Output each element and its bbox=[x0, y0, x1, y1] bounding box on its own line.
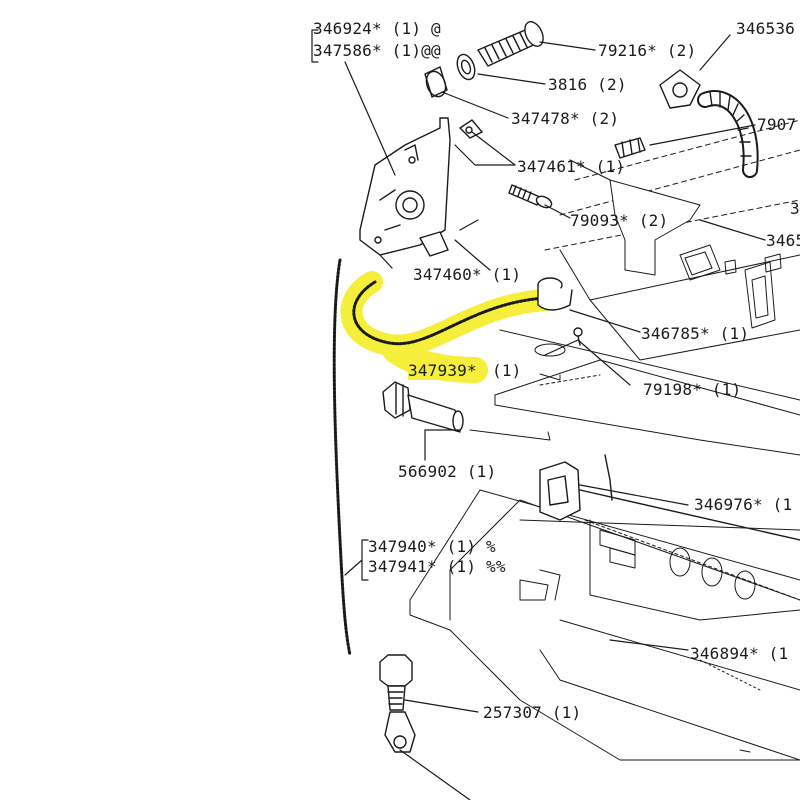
label-3465: 3465 bbox=[766, 231, 800, 250]
label-347941: 347941* (1) %% bbox=[368, 557, 506, 576]
washer-3816-a bbox=[456, 53, 476, 81]
label-347586: 347586* (1)@@ bbox=[313, 41, 441, 60]
label-347939-qty: (1) bbox=[492, 361, 522, 380]
label-346536: 346536 bbox=[736, 19, 795, 38]
bushing-3816 bbox=[424, 66, 448, 98]
bolt-79216 bbox=[477, 21, 544, 67]
label-347478: 347478* (2) bbox=[511, 109, 620, 128]
bolt-257307 bbox=[379, 654, 416, 753]
cap-346785 bbox=[537, 277, 583, 346]
label-346976: 346976* (1 bbox=[694, 495, 793, 514]
label-566902: 566902 (1) bbox=[398, 462, 497, 481]
label-79216: 79216* (2) bbox=[598, 41, 697, 60]
dash-panel bbox=[469, 119, 800, 456]
label-257307: 257307 (1) bbox=[483, 703, 582, 722]
clip-347461 bbox=[459, 119, 483, 139]
label-346894: 346894* (1 bbox=[690, 644, 789, 663]
cable-347939 bbox=[352, 280, 547, 346]
lower-console bbox=[409, 489, 800, 761]
union-566902 bbox=[382, 381, 464, 433]
bracket-346924 bbox=[359, 117, 451, 257]
label-3816: 3816 (2) bbox=[548, 75, 627, 94]
cable-347940 bbox=[332, 258, 352, 657]
label-347460: 347460* (1) bbox=[413, 265, 522, 284]
switch-346976 bbox=[539, 454, 800, 541]
label-79093: 79093* (2) bbox=[570, 211, 669, 230]
label-347939: 347939* bbox=[408, 361, 477, 380]
leader-lines bbox=[311, 29, 766, 800]
cable-highlight bbox=[340, 271, 556, 357]
label-347940: 347940* (1) % bbox=[368, 537, 496, 556]
grommet-346536 bbox=[659, 69, 701, 109]
label-346785: 346785* (1) bbox=[641, 324, 750, 343]
label-346924: 346924* (1) @ bbox=[313, 19, 441, 38]
hose-7907 bbox=[697, 90, 759, 178]
label-79198: 79198* (1) bbox=[643, 380, 742, 399]
label-3-partial: 3 bbox=[790, 199, 800, 218]
label-7907: 7907 bbox=[757, 115, 797, 134]
screw-79093 bbox=[508, 184, 553, 209]
label-347461: 347461* (1) bbox=[517, 157, 626, 176]
